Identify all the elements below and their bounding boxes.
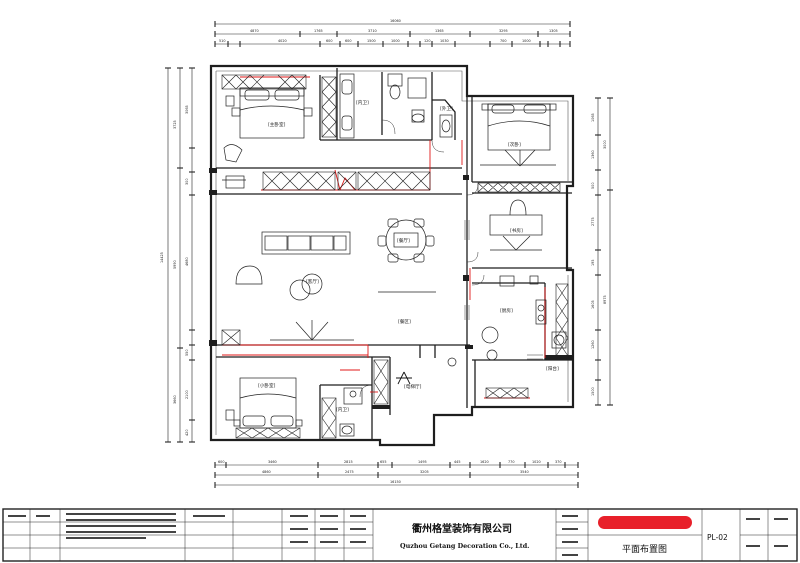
drawing-title: 平面布置图 xyxy=(622,543,667,555)
svg-text:8975: 8975 xyxy=(603,295,607,304)
svg-text:1000: 1000 xyxy=(391,39,400,43)
svg-text:300: 300 xyxy=(185,179,189,185)
living-furniture xyxy=(235,218,499,367)
svg-text:3725: 3725 xyxy=(173,120,177,129)
svg-text:1500: 1500 xyxy=(367,39,376,43)
svg-text:500: 500 xyxy=(591,183,595,189)
svg-text:1260: 1260 xyxy=(591,340,595,349)
svg-text:3460: 3460 xyxy=(268,460,277,464)
bottom-dimensions xyxy=(214,462,579,488)
room-label-balcony: [阳台] xyxy=(546,365,559,372)
left-dimensions xyxy=(165,67,195,443)
svg-text:4860: 4860 xyxy=(262,470,271,474)
svg-text:5990: 5990 xyxy=(173,260,177,269)
svg-text:370: 370 xyxy=(555,460,561,464)
right-dimensions xyxy=(595,97,613,406)
svg-text:600: 600 xyxy=(218,460,224,464)
room-label-dining-area: [餐区] xyxy=(398,318,411,325)
svg-text:655: 655 xyxy=(380,460,386,464)
svg-text:770: 770 xyxy=(508,460,514,464)
svg-text:3660: 3660 xyxy=(173,395,177,404)
company-name-cn: 衢州格堂装饰有限公司 xyxy=(412,522,512,535)
svg-text:2100: 2100 xyxy=(185,390,189,399)
study-furniture xyxy=(489,199,543,251)
svg-text:420: 420 xyxy=(185,430,189,436)
company-name-en: Quzhou Getang Decoration Co., Ltd. xyxy=(400,542,529,550)
drawing-code: PL-02 xyxy=(707,533,728,542)
room-label-small-bedroom: [小卧室] xyxy=(258,382,276,389)
outer-walls xyxy=(209,64,575,447)
top-dimension-texts: 16060 4870 1765 3710 1365 3295 1305 510 4020… xyxy=(219,19,558,43)
room-label-bathroom-ext: [外卫] xyxy=(440,105,453,112)
wall-columns xyxy=(209,168,573,409)
svg-text:510: 510 xyxy=(219,39,225,43)
left-dimension-texts: 14425 3725 5990 3660 3065 300 4680 550 2… xyxy=(160,105,189,436)
svg-text:1365: 1365 xyxy=(435,29,444,33)
top-bathroom-fixtures xyxy=(339,73,453,139)
bottom-bathroom-fixtures xyxy=(339,387,363,437)
room-label-bathroom-top: [内卫] xyxy=(356,99,369,106)
svg-text:3000: 3000 xyxy=(603,140,607,149)
svg-text:600: 600 xyxy=(326,39,332,43)
second-bedroom-furniture xyxy=(480,103,557,167)
svg-text:3295: 3295 xyxy=(499,29,508,33)
svg-text:1000: 1000 xyxy=(522,39,531,43)
svg-text:1495: 1495 xyxy=(418,460,427,464)
svg-text:3540: 3540 xyxy=(520,470,529,474)
svg-text:1620: 1620 xyxy=(480,460,489,464)
svg-text:2775: 2775 xyxy=(591,217,595,226)
room-label-bathroom-bottom: [内卫] xyxy=(336,406,349,413)
svg-text:195: 195 xyxy=(591,260,595,266)
right-dimension-texts: 1065 1360 500 2775 195 1605 1260 1500 30… xyxy=(591,113,607,396)
svg-text:1065: 1065 xyxy=(591,113,595,122)
svg-text:1605: 1605 xyxy=(591,300,595,309)
master-bed xyxy=(222,87,313,189)
svg-text:4870: 4870 xyxy=(250,29,259,33)
svg-text:2815: 2815 xyxy=(344,460,353,464)
room-label-master-bedroom: [主卧室] xyxy=(268,121,286,128)
room-label-kitchen: [厨房] xyxy=(500,307,513,314)
svg-text:1500: 1500 xyxy=(591,387,595,396)
svg-text:120: 120 xyxy=(424,39,430,43)
room-label-elevator-hall: [电梯厅] xyxy=(404,383,422,390)
kitchen-fixtures xyxy=(499,275,567,349)
svg-text:4020: 4020 xyxy=(278,39,287,43)
svg-text:3065: 3065 xyxy=(185,105,189,114)
top-dimensions xyxy=(214,21,571,47)
svg-text:445: 445 xyxy=(454,460,460,464)
svg-text:3710: 3710 xyxy=(368,29,377,33)
svg-text:1305: 1305 xyxy=(549,29,558,33)
room-label-second-bedroom: [次卧] xyxy=(508,141,521,148)
svg-text:1030: 1030 xyxy=(440,39,449,43)
room-label-study: [书房] xyxy=(510,227,523,234)
svg-text:16060: 16060 xyxy=(390,19,401,23)
doors xyxy=(359,119,543,398)
svg-text:16150: 16150 xyxy=(390,480,401,484)
room-label-restaurant: [餐厅] xyxy=(397,237,410,244)
svg-text:600: 600 xyxy=(345,39,351,43)
svg-text:550: 550 xyxy=(185,350,189,356)
svg-text:4680: 4680 xyxy=(185,257,189,266)
svg-text:2475: 2475 xyxy=(345,470,354,474)
svg-text:14425: 14425 xyxy=(160,252,164,263)
svg-text:700: 700 xyxy=(500,39,506,43)
redacted-project-name xyxy=(598,516,692,529)
svg-text:1020: 1020 xyxy=(532,460,541,464)
room-labels: [主卧室] [内卫] [外卫] [次卧] [书房] [餐厅] [客厅] [餐区]… xyxy=(258,99,559,413)
small-bedroom-furniture xyxy=(225,377,303,429)
svg-text:1360: 1360 xyxy=(591,150,595,159)
title-block: 衢州格堂装饰有限公司 Quzhou Getang Decoration Co.,… xyxy=(2,508,798,562)
cabinets xyxy=(221,74,569,439)
svg-text:1765: 1765 xyxy=(314,29,323,33)
room-label-living-room: [客厅] xyxy=(306,278,319,285)
svg-text:3205: 3205 xyxy=(420,470,429,474)
